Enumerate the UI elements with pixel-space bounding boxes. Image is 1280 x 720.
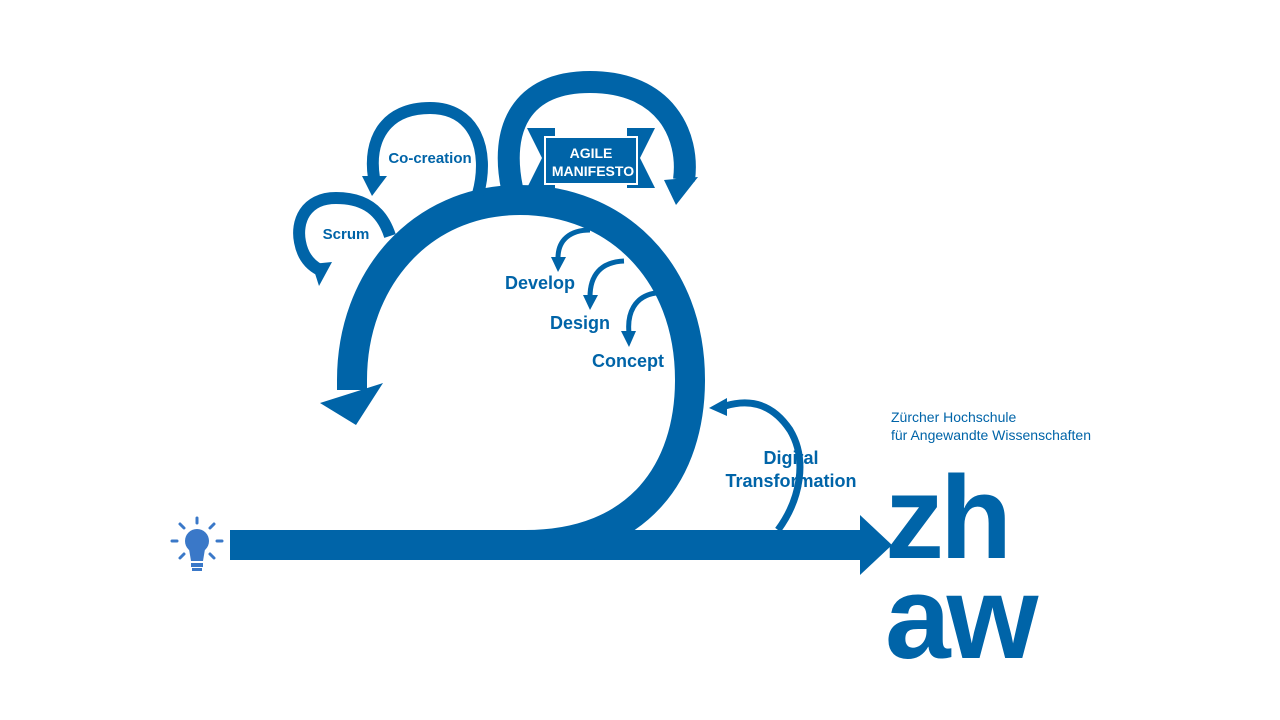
cocreation-loop-arrow — [366, 101, 488, 196]
concept-label: Concept — [592, 351, 664, 371]
agile-manifesto-label-line1: AGILE — [570, 145, 613, 161]
zhaw-subtitle-line2: für Angewandte Wissenschaften — [891, 427, 1092, 443]
design-arrowhead — [583, 295, 598, 310]
zhaw-subtitle-line1: Zürcher Hochschule — [891, 409, 1017, 425]
zhaw-logo-subtitle: Zürcher Hochschule für Angewandte Wissen… — [891, 408, 1091, 444]
agile-manifesto-label-line2: MANIFESTO — [552, 163, 634, 179]
zhaw-logo: zh aw — [885, 452, 1075, 684]
transformation-label: Transformation — [725, 471, 856, 491]
agile-manifesto-loop-arrow — [497, 70, 696, 191]
main-loop-arrow — [337, 184, 706, 560]
scrum-arrowhead — [312, 262, 332, 286]
cocreation-label: Co-creation — [388, 150, 471, 167]
scrum-loop-arrow — [293, 191, 396, 276]
develop-arrowhead — [551, 257, 566, 272]
main-loop-arrowhead — [320, 383, 383, 425]
develop-loop-arrow — [555, 227, 591, 259]
lightbulb-icon — [170, 516, 224, 571]
zhaw-logo-row1: zh — [885, 452, 1012, 584]
scrum-label: Scrum — [323, 226, 370, 243]
concept-loop-arrow — [626, 290, 657, 334]
digital-transformation-loop-arrow — [723, 399, 804, 533]
agile-manifesto-arrowhead — [664, 177, 698, 205]
digital-label: Digital — [763, 448, 818, 468]
zhaw-logo-row2: aw — [885, 552, 1038, 684]
agile-manifesto-banner: AGILE MANIFESTO — [527, 128, 655, 188]
concept-arrowhead — [621, 331, 636, 347]
design-loop-arrow — [587, 258, 625, 298]
design-label: Design — [550, 313, 610, 333]
cocreation-arrowhead — [362, 176, 387, 196]
develop-label: Develop — [505, 273, 575, 293]
digital-transformation-arrowhead — [709, 398, 727, 416]
main-timeline-arrowhead — [860, 515, 892, 575]
